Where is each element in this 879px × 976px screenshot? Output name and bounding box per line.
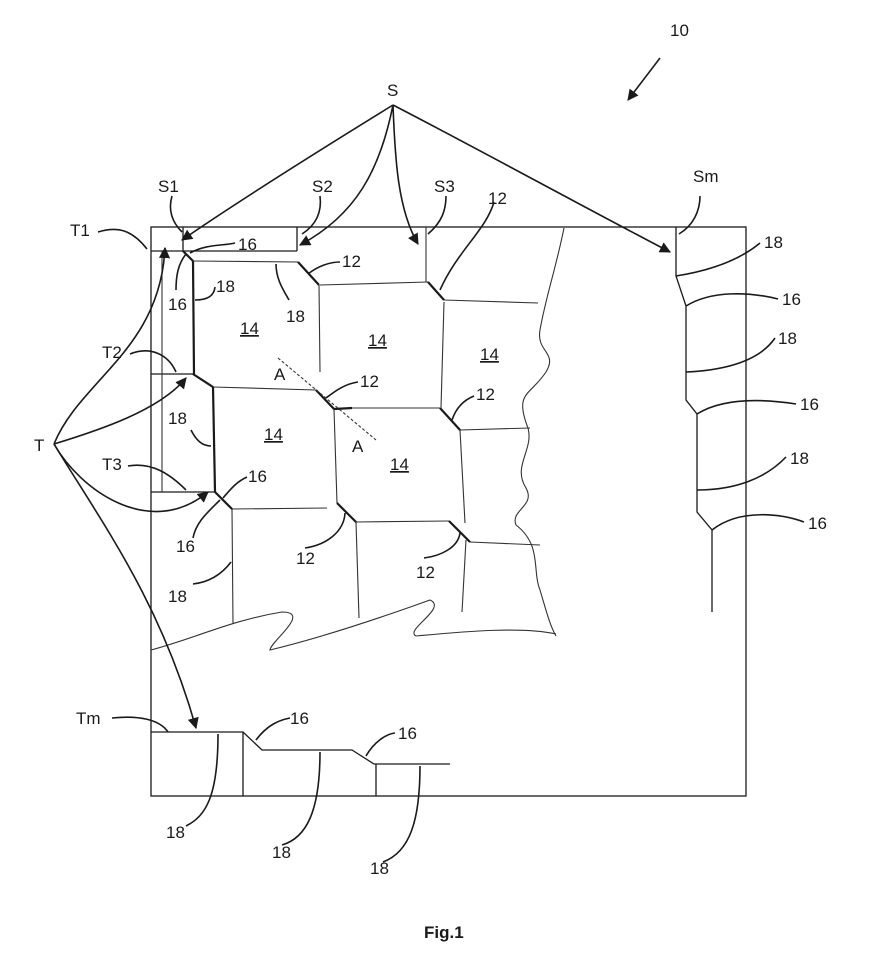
label-18-a: 18 bbox=[216, 277, 235, 296]
label-16-right-2: 16 bbox=[800, 395, 819, 414]
label-s: S bbox=[387, 81, 398, 100]
section-line bbox=[278, 358, 376, 440]
outer-frame bbox=[151, 227, 746, 796]
label-cell-b: 14 bbox=[368, 331, 387, 350]
label-18-right-1: 18 bbox=[764, 233, 783, 252]
label-cell-d: 14 bbox=[264, 425, 283, 444]
label-16-c: 16 bbox=[248, 467, 267, 486]
label-16-d: 16 bbox=[176, 537, 195, 556]
label-s3: S3 bbox=[434, 177, 455, 196]
label-12-b: 12 bbox=[488, 189, 507, 208]
label-s1: S1 bbox=[158, 177, 179, 196]
label-12-e: 12 bbox=[296, 549, 315, 568]
label-16-right-3: 16 bbox=[808, 514, 827, 533]
label-16-top: 16 bbox=[238, 235, 257, 254]
label-12-a: 12 bbox=[342, 252, 361, 271]
label-t1: T1 bbox=[70, 221, 90, 240]
assembly-arrow bbox=[628, 58, 660, 100]
label-18-d: 18 bbox=[168, 587, 187, 606]
right-staircase bbox=[676, 227, 712, 612]
label-t3: T3 bbox=[102, 455, 122, 474]
label-18-b: 18 bbox=[286, 307, 305, 326]
label-cell-c: 14 bbox=[480, 345, 499, 364]
left-column bbox=[151, 251, 215, 492]
label-12-c: 12 bbox=[360, 372, 379, 391]
label-12-d: 12 bbox=[476, 385, 495, 404]
label-18-c: 18 bbox=[168, 409, 187, 428]
figure-caption: Fig.1 bbox=[424, 923, 464, 942]
label-18-bottom-2: 18 bbox=[272, 843, 291, 862]
label-sm: Sm bbox=[693, 167, 719, 186]
label-18-right-3: 18 bbox=[790, 449, 809, 468]
label-16-right-1: 16 bbox=[782, 290, 801, 309]
label-12-f: 12 bbox=[416, 563, 435, 582]
label-t: T bbox=[34, 436, 44, 455]
label-16-bottom-2: 16 bbox=[398, 724, 417, 743]
reference-labels: 10 S S1 S2 S3 Sm T T1 T2 T3 Tm 14 14 14 … bbox=[34, 21, 827, 942]
label-18-bottom-1: 18 bbox=[166, 823, 185, 842]
label-tm: Tm bbox=[76, 709, 101, 728]
leader-lines bbox=[98, 196, 804, 862]
label-18-right-2: 18 bbox=[778, 329, 797, 348]
label-t2: T2 bbox=[102, 343, 122, 362]
label-a-bottom: A bbox=[352, 437, 364, 456]
label-cell-e: 14 bbox=[390, 455, 409, 474]
label-16-left: 16 bbox=[168, 295, 187, 314]
label-cell-a: 14 bbox=[240, 319, 259, 338]
label-a-top: A bbox=[274, 365, 286, 384]
label-18-bottom-3: 18 bbox=[370, 859, 389, 878]
label-s2: S2 bbox=[312, 177, 333, 196]
label-10: 10 bbox=[670, 21, 689, 40]
label-16-bottom-1: 16 bbox=[290, 709, 309, 728]
tile-network bbox=[192, 261, 540, 624]
